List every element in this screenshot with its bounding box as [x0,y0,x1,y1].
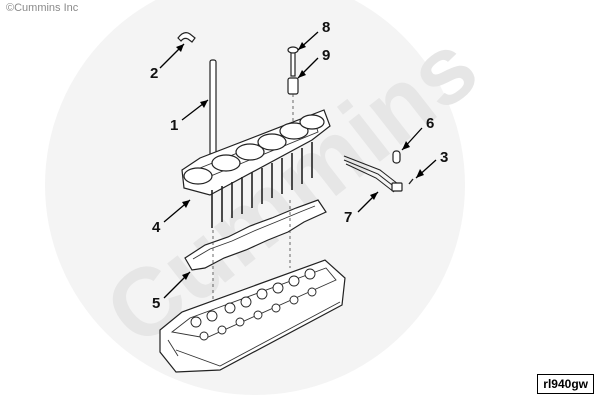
part-2-clip [177,32,196,43]
callout-leaders [159,31,437,299]
part-3-fastener [408,178,414,185]
callout-6: 6 [426,115,434,132]
assembly-guides [212,200,291,300]
part-4-housing [181,109,331,228]
part-5-gasket [184,199,327,271]
copyright-notice: ©Cummins Inc [6,2,79,14]
callout-labels: 1 2 3 4 5 6 7 8 9 [150,19,448,312]
callout-8: 8 [322,19,330,36]
callout-4: 4 [152,219,161,236]
part-8-screw [287,46,299,77]
callout-7: 7 [344,209,352,226]
figure-id-label: rl940gw [537,374,594,394]
callout-5: 5 [152,295,160,312]
cylinder-head [159,259,346,373]
callout-9: 9 [322,47,330,64]
part-7-harness [343,155,403,193]
housing-pockets [183,114,325,185]
head-valve-bosses [190,268,317,341]
callout-1: 1 [170,117,178,134]
callout-2: 2 [150,65,158,82]
part-9-spacer [287,77,299,122]
housing-studs [211,142,313,228]
part-6-grommet [392,150,401,164]
callout-3: 3 [440,149,448,166]
